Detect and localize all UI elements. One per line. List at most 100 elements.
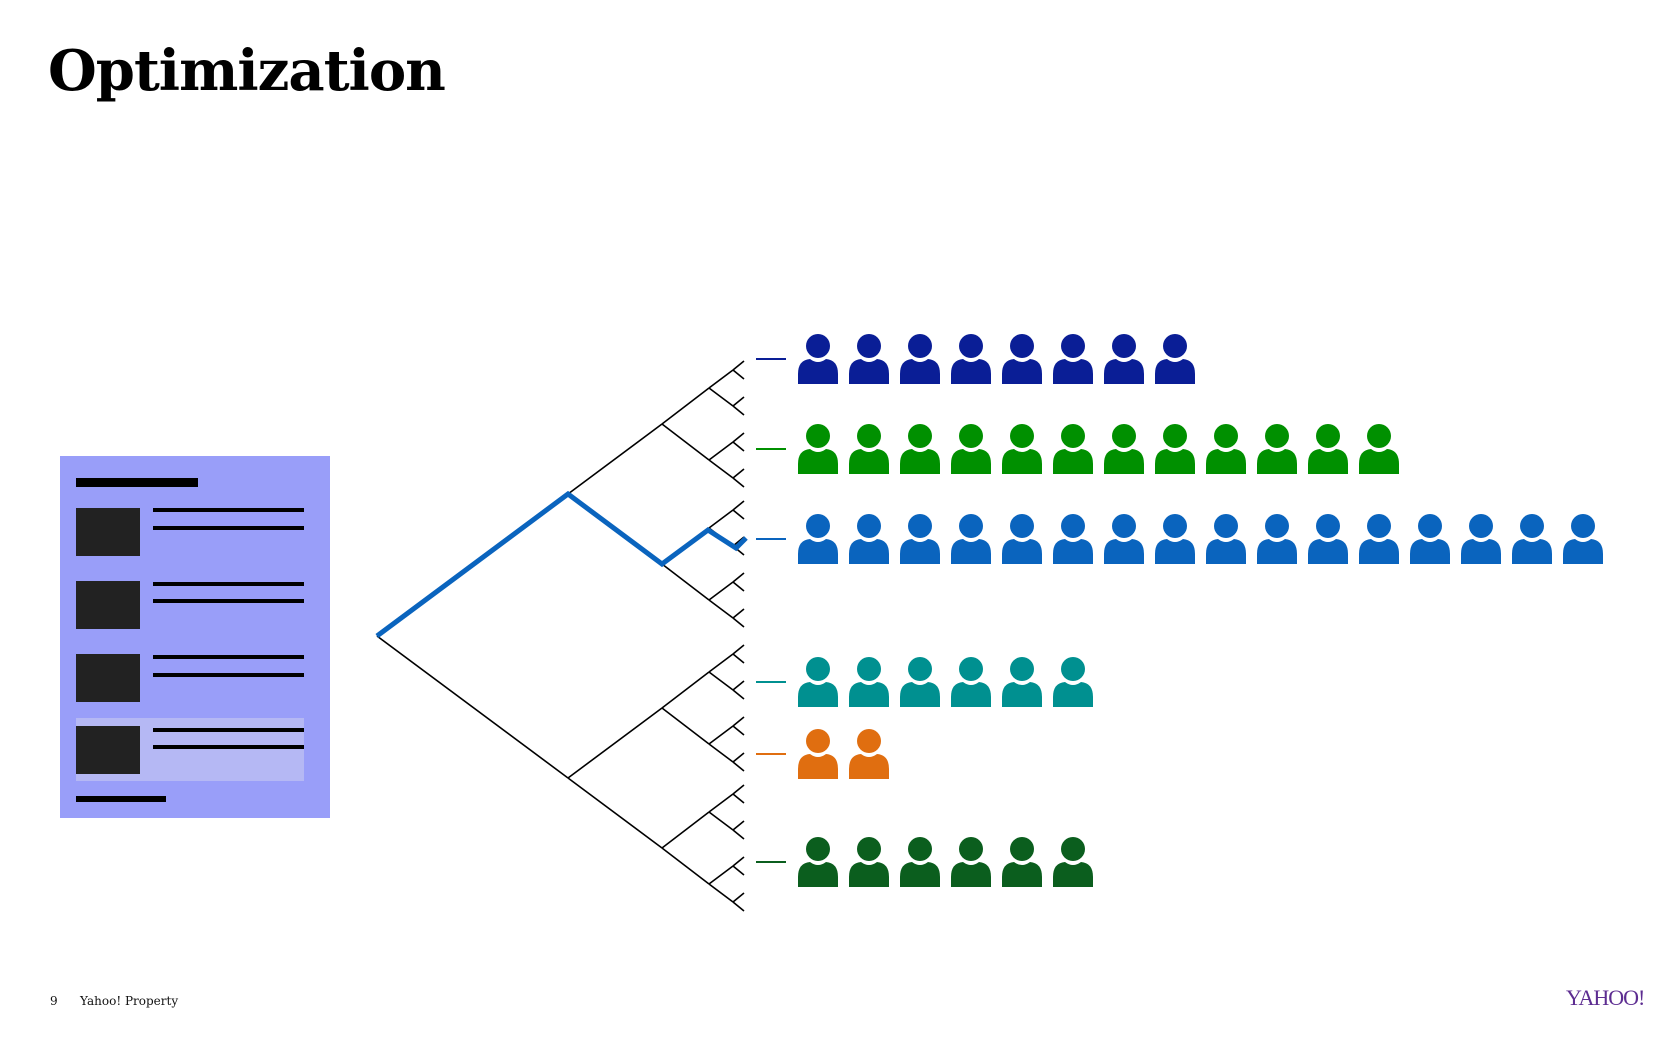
tree-branch: [661, 387, 710, 425]
person-icon: [1053, 837, 1093, 887]
segment-icons: [796, 334, 1197, 384]
page-footer-bar: [76, 796, 166, 802]
article-thumbnail: [76, 726, 140, 774]
tree-branch: [567, 777, 663, 849]
tree-branch: [708, 743, 734, 763]
segment-connector: [756, 358, 786, 360]
segment-icons: [796, 837, 1095, 887]
segment-icons: [796, 729, 891, 779]
tree-branch: [732, 396, 745, 407]
segment-connector: [756, 538, 786, 540]
person-icon: [951, 514, 991, 564]
person-icon: [1512, 514, 1552, 564]
tree-branch: [708, 725, 734, 745]
person-icon: [900, 424, 940, 474]
article-text-line: [153, 526, 304, 530]
person-icon: [1002, 657, 1042, 707]
segment-connector: [756, 861, 786, 863]
person-icon: [951, 837, 991, 887]
segment-row: [756, 512, 1605, 566]
person-icon: [1359, 424, 1399, 474]
person-icon: [1206, 424, 1246, 474]
person-icon: [1002, 334, 1042, 384]
tree-branch: [708, 581, 734, 601]
article-thumbnail: [76, 508, 140, 556]
segment-icons: [796, 514, 1605, 564]
tree-branch: [732, 725, 745, 736]
tree-branch: [661, 811, 710, 849]
person-icon: [849, 514, 889, 564]
article-text-line: [153, 508, 304, 512]
person-icon: [1104, 424, 1144, 474]
person-icon: [1053, 657, 1093, 707]
tree-branch: [732, 761, 745, 772]
tree-branch: [732, 784, 745, 795]
person-icon: [1563, 514, 1603, 564]
person-icon: [900, 837, 940, 887]
yahoo-logo: YAHOO!: [1566, 985, 1645, 1010]
tree-branch: [732, 829, 745, 840]
segment-row: [756, 835, 1095, 889]
person-icon: [1308, 514, 1348, 564]
page-heading-bar: [76, 478, 198, 487]
person-icon: [1155, 334, 1195, 384]
selected-path: [375, 490, 748, 639]
tree-branch: [661, 671, 710, 709]
tree-branch: [732, 901, 745, 912]
tree-branch: [732, 441, 745, 452]
tree-branch: [708, 883, 734, 903]
tree-branch: [708, 441, 734, 461]
tree-branch: [732, 432, 745, 443]
person-icon: [849, 729, 889, 779]
tree-branch: [732, 581, 745, 592]
webpage-illustration: [60, 456, 330, 818]
person-icon: [1461, 514, 1501, 564]
person-icon: [951, 657, 991, 707]
tree-branch: [708, 599, 734, 619]
person-icon: [1053, 334, 1093, 384]
person-icon: [849, 837, 889, 887]
tree-branch: [661, 563, 710, 601]
page-number: 9: [50, 994, 58, 1008]
person-icon: [1308, 424, 1348, 474]
person-icon: [1206, 514, 1246, 564]
person-icon: [1104, 334, 1144, 384]
tree-branch: [708, 369, 734, 389]
article-text-line: [153, 599, 304, 603]
slide-title: Optimization: [48, 38, 446, 104]
tree-branch: [708, 671, 734, 691]
segment-row: [756, 332, 1197, 386]
person-icon: [1002, 424, 1042, 474]
segment-icons: [796, 657, 1095, 707]
tree-branch: [732, 477, 745, 488]
tree-branch: [708, 387, 734, 407]
person-icon: [1257, 514, 1297, 564]
tree-branch: [732, 856, 745, 867]
tree-branch: [732, 405, 745, 416]
person-icon: [1002, 837, 1042, 887]
person-icon: [951, 424, 991, 474]
person-icon: [951, 334, 991, 384]
tree-branch: [732, 617, 745, 628]
person-icon: [1104, 514, 1144, 564]
person-icon: [1053, 514, 1093, 564]
article-text-line: [153, 582, 304, 586]
tree-branch: [732, 509, 745, 520]
footer-label: Yahoo! Property: [80, 994, 179, 1008]
tree-branch: [732, 892, 745, 903]
person-icon: [1053, 424, 1093, 474]
tree-branch: [708, 459, 734, 479]
segment-icons: [796, 424, 1401, 474]
article-text-line: [153, 655, 304, 659]
person-icon: [900, 514, 940, 564]
person-icon: [798, 514, 838, 564]
tree-branch: [376, 635, 569, 779]
tree-branch: [732, 644, 745, 655]
tree-branch: [567, 423, 663, 495]
tree-branch: [732, 572, 745, 583]
tree-branch: [567, 707, 663, 779]
person-icon: [849, 424, 889, 474]
tree-branch: [732, 716, 745, 727]
person-icon: [849, 334, 889, 384]
